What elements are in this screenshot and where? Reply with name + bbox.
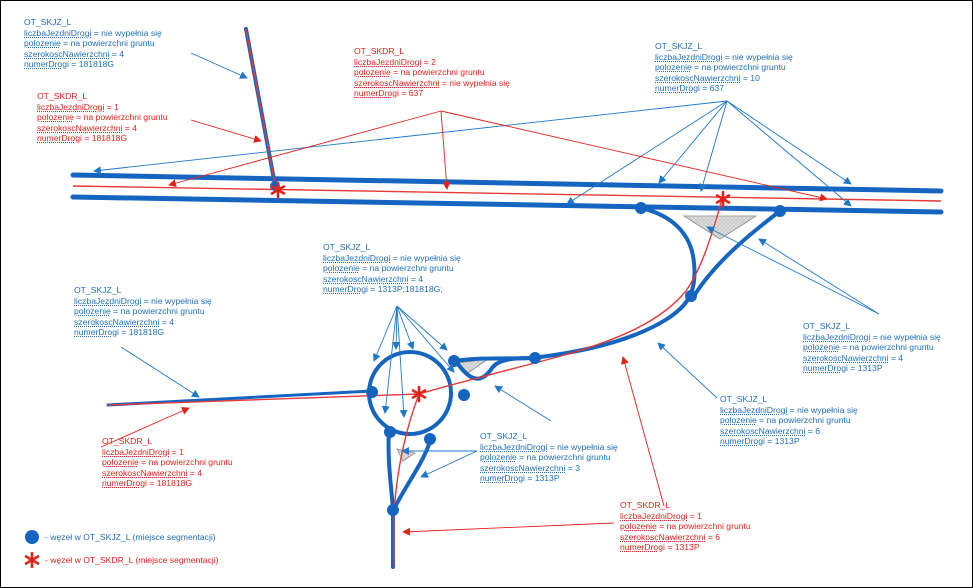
node-ramp-east — [774, 205, 786, 217]
label-skjz-top-right: OT_SKJZ_L liczbaJezdniDrogi = nie wypełn… — [655, 41, 793, 94]
legend-red-node-label: - węzeł w OT_SKDR_L (miejsce segmentacji… — [45, 555, 219, 565]
label-title: OT_SKJZ_L — [720, 394, 768, 404]
label-title: OT_SKJZ_L — [323, 242, 371, 252]
node-roundabout-sw — [384, 426, 396, 438]
centerline-main-road — [72, 185, 942, 202]
label-title: OT_SKDR_L — [37, 91, 88, 101]
label-skjz-right: OT_SKJZ_L liczbaJezdniDrogi = nie wypełn… — [803, 321, 941, 374]
label-skdr-left: OT_SKDR_L liczbaJezdniDrogi = 1 polozeni… — [37, 91, 168, 144]
label-title: OT_SKJZ_L — [480, 431, 528, 441]
centerline-181818G-north — [245, 28, 277, 190]
red-asterisk-icon — [24, 552, 40, 568]
red-callout-arrows — [100, 110, 828, 536]
label-title: OT_SKJZ_L — [655, 41, 703, 51]
label-skdr-bottom: OT_SKDR_L liczbaJezdniDrogi = 1 polozeni… — [620, 500, 751, 553]
centerline-1313P-south — [393, 393, 420, 567]
asterisk-main-left — [270, 181, 286, 199]
label-skjz-center: OT_SKJZ_L liczbaJezdniDrogi = nie wypełn… — [323, 242, 461, 295]
main-road-south-carriageway — [70, 194, 944, 215]
ramp-east — [692, 209, 782, 298]
node-ramp-west — [635, 202, 647, 214]
label-skdr-top-center: OT_SKDR_L liczbaJezdniDrogi = 2 polozeni… — [354, 46, 510, 99]
node-ramp-merge — [685, 290, 697, 302]
label-skjz-lower-right: OT_SKJZ_L liczbaJezdniDrogi = nie wypełn… — [720, 394, 858, 447]
loop-ramp — [454, 356, 535, 381]
road-1313P-south-b — [391, 436, 433, 513]
ramp-west — [531, 206, 697, 360]
blue-node-icon — [25, 530, 39, 544]
legend-blue-node: - węzeł w OT_SKJZ_L (miejsce segmentacji… — [25, 530, 265, 546]
label-skdr-lower-left: OT_SKDR_L liczbaJezdniDrogi = 1 polozeni… — [102, 436, 233, 489]
label-title: OT_SKJZ_L — [803, 321, 851, 331]
node-south — [387, 504, 399, 516]
node-roundabout-ne — [448, 355, 460, 367]
asterisk-roundabout — [411, 385, 427, 403]
centerline-1313P-ramp — [418, 198, 723, 395]
asterisk-main-right — [715, 190, 731, 208]
node-roundabout-e — [458, 389, 470, 401]
node-roundabout-s — [424, 433, 436, 445]
label-title: OT_SKJZ_L — [24, 17, 72, 27]
road-181818G-west — [106, 389, 374, 407]
label-skjz-mid-left: OT_SKJZ_L liczbaJezdniDrogi = nie wypełn… — [74, 285, 212, 338]
label-title: OT_SKJZ_L — [74, 285, 122, 295]
blue-callout-arrows — [93, 52, 880, 478]
traffic-island-top — [682, 215, 758, 240]
label-title: OT_SKDR_L — [620, 500, 671, 510]
label-title: OT_SKDR_L — [354, 46, 405, 56]
node-link-east — [529, 352, 541, 364]
label-title: OT_SKDR_L — [102, 436, 153, 446]
node-roundabout-w — [366, 386, 378, 398]
main-road-north-carriageway — [70, 172, 944, 194]
legend-red-node: - węzeł w OT_SKDR_L (miejsce segmentacji… — [24, 552, 265, 569]
label-skjz-bottom-center: OT_SKJZ_L liczbaJezdniDrogi = nie wypełn… — [480, 431, 618, 484]
road-1313P-south-a — [386, 429, 395, 569]
legend-blue-node-label: - węzeł w OT_SKJZ_L (miejsce segmentacji… — [45, 532, 216, 542]
label-skjz-top-left: OT_SKJZ_L liczbaJezdniDrogi = nie wypełn… — [24, 17, 162, 70]
centerline-181818G-west — [107, 393, 420, 406]
red-nodes — [270, 181, 731, 403]
